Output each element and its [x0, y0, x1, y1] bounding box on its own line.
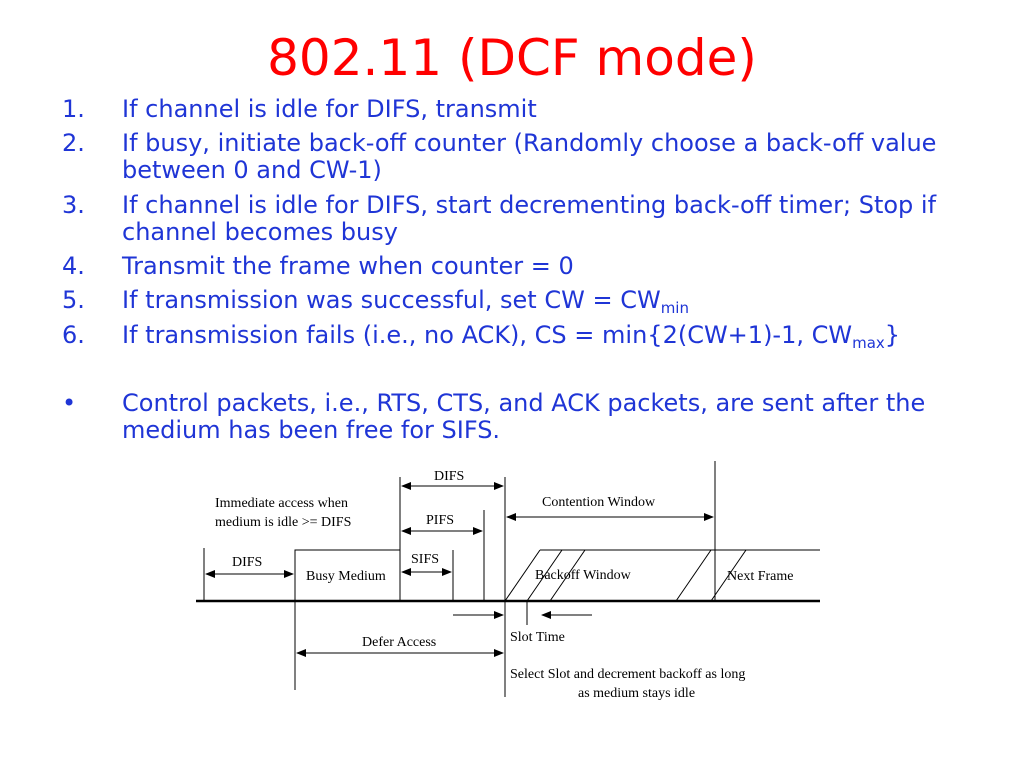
list-marker: •: [62, 389, 77, 417]
list-marker: 2.: [62, 129, 85, 157]
slot-time-label: Slot Time: [510, 630, 565, 645]
select-slot-line2: as medium stays idle: [578, 686, 695, 701]
defer-access-label: Defer Access: [362, 635, 436, 650]
busy-medium-label: Busy Medium: [306, 569, 386, 584]
list-text-main: If transmission fails (i.e., no ACK), CS…: [122, 321, 853, 349]
next-frame-label: Next Frame: [727, 569, 793, 584]
list-marker: 1.: [62, 95, 85, 123]
list-marker: 4.: [62, 252, 85, 280]
subscript: max: [852, 334, 885, 352]
list-text: If channel is idle for DIFS, transmit: [122, 95, 537, 123]
subscript: min: [660, 299, 689, 317]
immediate-access-line2: medium is idle >= DIFS: [215, 515, 351, 530]
list-text: If transmission was successful, set CW =…: [122, 286, 982, 317]
list-text: If busy, initiate back-off counter (Rand…: [122, 129, 937, 184]
immediate-access-line1: Immediate access when: [215, 496, 348, 511]
list-text: If channel is idle for DIFS, start decre…: [122, 191, 937, 246]
list-text-main: If transmission was successful, set CW =…: [122, 286, 661, 314]
list-marker: 5.: [62, 286, 85, 314]
select-slot-line1: Select Slot and decrement backoff as lon…: [510, 667, 745, 682]
contention-window-label: Contention Window: [542, 495, 656, 510]
list-marker: 6.: [62, 321, 85, 349]
list-text: Control packets, i.e., RTS, CTS, and ACK…: [122, 389, 926, 444]
difs-left-label: DIFS: [232, 555, 262, 570]
busy-medium-box: [294, 549, 401, 602]
backoff-window-label: Backoff Window: [535, 568, 632, 583]
sifs-label: SIFS: [411, 552, 439, 567]
pifs-label: PIFS: [426, 513, 454, 528]
list-text-after: }: [884, 321, 901, 349]
list-text: Transmit the frame when counter = 0: [122, 252, 574, 280]
difs-top-label: DIFS: [434, 469, 464, 484]
list-text: If transmission fails (i.e., no ACK), CS…: [122, 321, 982, 352]
dcf-timing-diagram: Busy Medium Backoff Window Next Frame DI…: [196, 461, 820, 701]
list-marker: 3.: [62, 191, 85, 219]
slide-title: 802.11 (DCF mode): [267, 29, 757, 87]
